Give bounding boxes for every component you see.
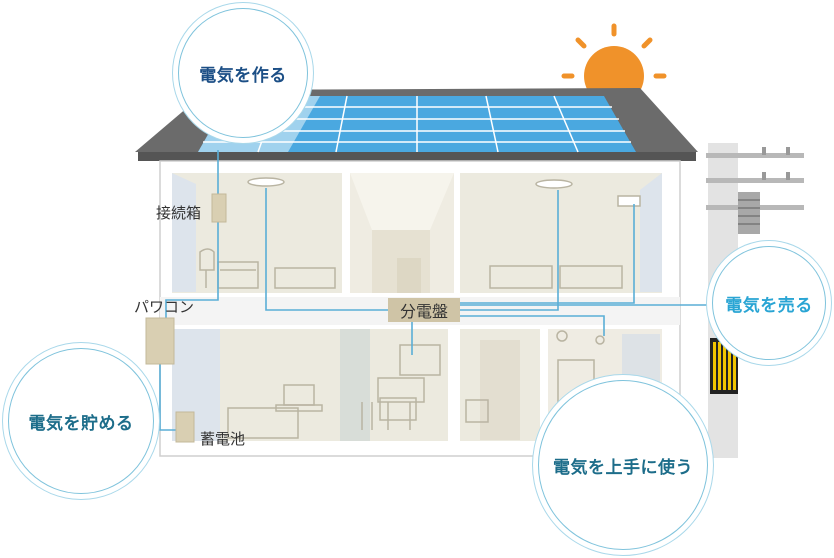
storage-battery-label: 蓄電池 <box>200 430 246 448</box>
junction-box <box>211 193 227 223</box>
storage-battery <box>175 411 195 443</box>
callout-sell-electricity: 電気を売る <box>712 246 826 360</box>
power-conditioner-label: パワコン <box>134 298 195 316</box>
power-conditioner <box>145 317 175 365</box>
distribution-board-label: 分電盤 <box>388 298 460 322</box>
callout-use-electricity-wisely: 電気を上手に使う <box>538 380 708 550</box>
transformer <box>738 192 760 234</box>
callout-store-electricity: 電気を貯める <box>8 348 154 494</box>
callout-generate-electricity: 電気を作る <box>178 8 308 138</box>
house <box>159 160 681 457</box>
wiring <box>159 150 712 431</box>
junction-box-label: 接続箱 <box>156 204 202 222</box>
